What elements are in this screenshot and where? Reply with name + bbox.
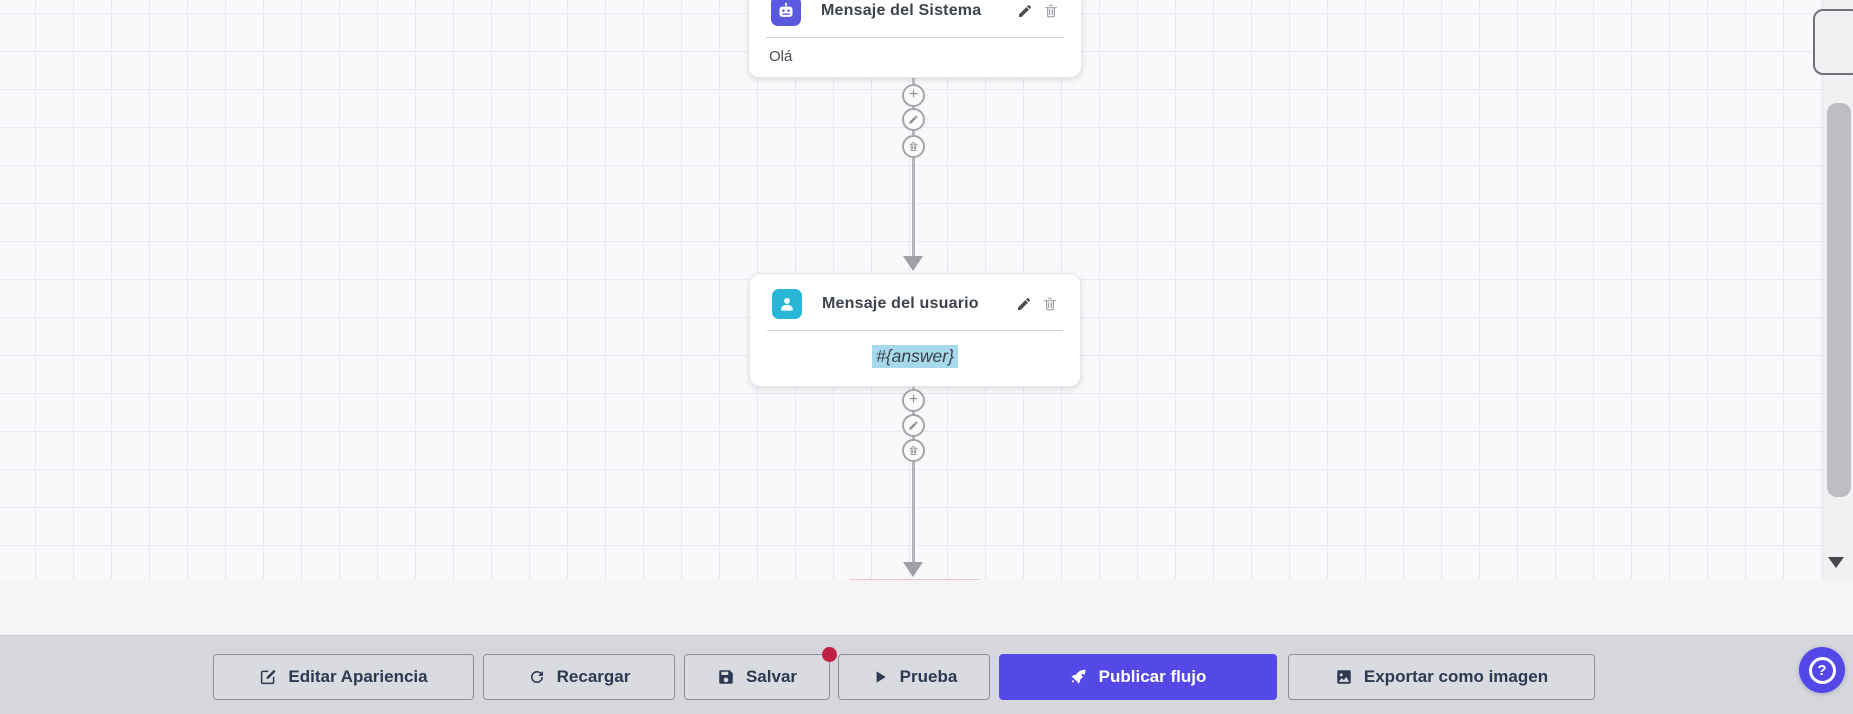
pencil-icon: [1018, 4, 1031, 17]
pencil-icon: [909, 115, 918, 124]
delete-node-button[interactable]: [1041, 296, 1058, 313]
trash-icon: [909, 446, 918, 455]
button-label: Salvar: [745, 667, 798, 686]
save-button[interactable]: Salvar: [684, 654, 830, 700]
canvas-controls-panel[interactable]: [1813, 9, 1853, 75]
play-icon: [876, 671, 886, 683]
image-icon: [1337, 670, 1351, 684]
help-button[interactable]: ?: [1799, 647, 1845, 693]
node-card-user-message[interactable]: Mensaje del usuario #{answe: [749, 273, 1081, 387]
connector-arrowhead-icon: [903, 562, 923, 577]
button-label: Editar Apariencia: [288, 667, 428, 686]
refresh-icon: [530, 671, 543, 683]
connector-edit-button[interactable]: [902, 108, 925, 131]
canvas-footer-band: [0, 580, 1853, 635]
trash-icon: [909, 142, 918, 151]
rocket-icon: [1070, 668, 1086, 684]
trash-icon: [1044, 4, 1057, 18]
vertical-scrollbar-thumb[interactable]: [1827, 103, 1851, 497]
plus-icon: +: [908, 86, 919, 103]
test-button[interactable]: Prueba: [838, 654, 990, 700]
edit-appearance-button[interactable]: Editar Apariencia: [213, 654, 474, 700]
node-title: Mensaje del Sistema: [821, 2, 982, 19]
flow-canvas[interactable]: Mensaje del Sistema Olá: [0, 0, 1824, 581]
button-label: Exportar como imagen: [1363, 667, 1549, 686]
user-icon: [772, 289, 802, 319]
node-title: Mensaje del usuario: [822, 295, 979, 312]
node-content: #{answer}: [750, 331, 1080, 368]
pencil-icon: [909, 421, 918, 430]
connector-delete-button[interactable]: [902, 439, 925, 462]
button-label: Publicar flujo: [1098, 667, 1207, 686]
connector-edit-button[interactable]: [902, 414, 925, 437]
connector-arrowhead-icon: [903, 256, 923, 271]
node-card-system-message[interactable]: Mensaje del Sistema Olá: [748, 0, 1082, 78]
node-header: Mensaje del usuario: [750, 289, 1080, 319]
unsaved-changes-badge: [822, 647, 837, 662]
node-content: Olá: [769, 48, 793, 65]
button-label: Prueba: [899, 667, 958, 686]
reload-button[interactable]: Recargar: [483, 654, 675, 700]
node-actions: [1016, 3, 1059, 20]
button-label: Recargar: [556, 667, 631, 686]
edit-square-icon: [261, 670, 276, 685]
node-actions: [1015, 296, 1058, 313]
connector-add-button[interactable]: +: [902, 389, 925, 412]
edit-node-button[interactable]: [1016, 3, 1033, 20]
connector-add-button[interactable]: +: [902, 84, 925, 107]
trash-icon: [1043, 297, 1056, 311]
node-header: Mensaje del Sistema: [749, 0, 1081, 26]
delete-node-button[interactable]: [1042, 3, 1059, 20]
scrollbar-down-arrow-icon[interactable]: [1828, 557, 1844, 568]
publish-flow-button[interactable]: Publicar flujo: [999, 654, 1277, 700]
question-mark: ?: [1817, 661, 1827, 679]
edit-node-button[interactable]: [1015, 296, 1032, 313]
question-icon: ?: [1808, 656, 1836, 684]
connector-line: [912, 78, 915, 258]
robot-icon: [771, 0, 801, 26]
node-divider: [767, 330, 1063, 331]
connector-line: [912, 387, 915, 563]
connector-delete-button[interactable]: [902, 135, 925, 158]
pencil-icon: [1017, 298, 1030, 310]
export-image-button[interactable]: Exportar como imagen: [1288, 654, 1595, 700]
node-divider: [766, 37, 1064, 38]
plus-icon: +: [908, 391, 919, 408]
save-icon: [719, 670, 733, 684]
answer-variable-chip[interactable]: #{answer}: [872, 345, 958, 368]
